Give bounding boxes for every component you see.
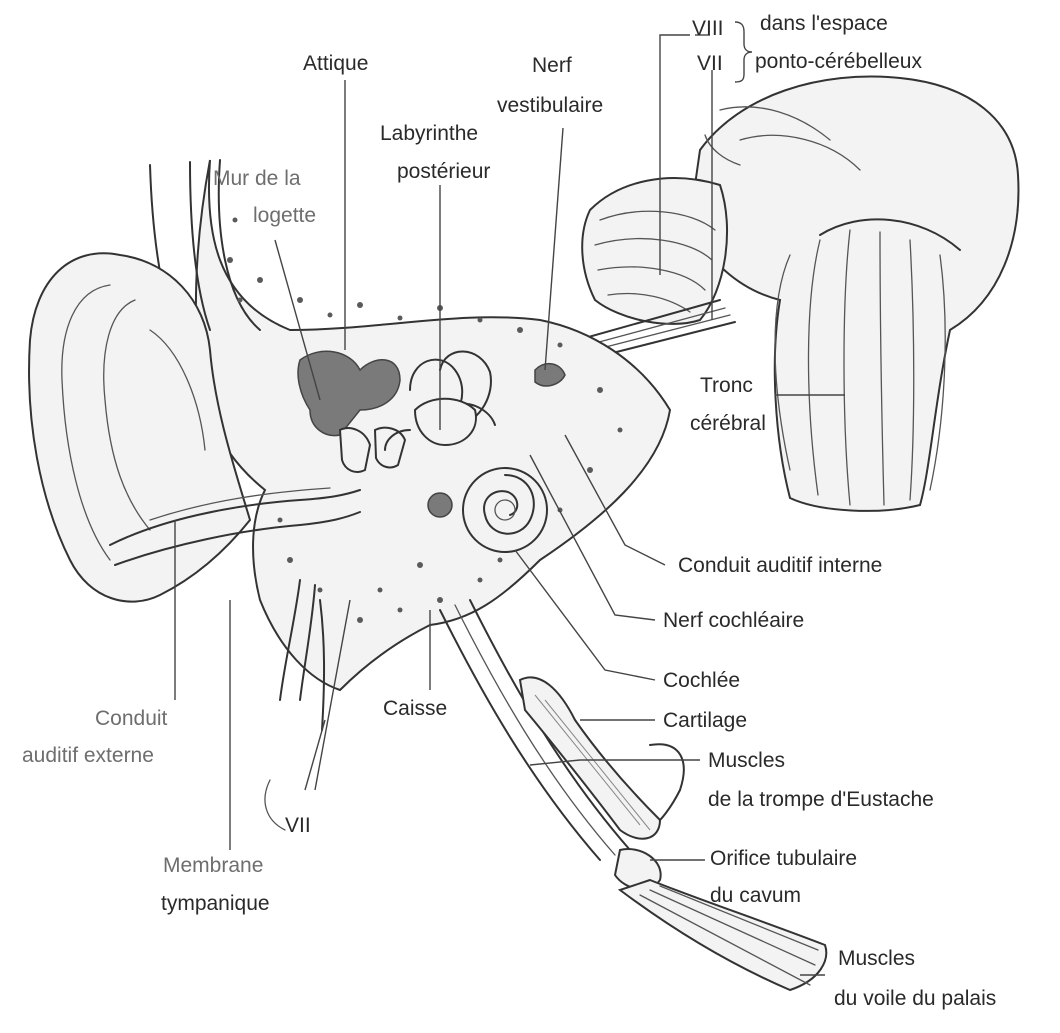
label-espace-line1: dans l'espace: [760, 12, 888, 35]
label-conduit-interne: Conduit auditif interne: [678, 554, 882, 577]
label-nerf-vestibulaire-line2: vestibulaire: [497, 94, 603, 117]
label-viii: VIII: [692, 17, 724, 40]
label-orifice-line2: du cavum: [710, 884, 801, 907]
label-nerf-vestibulaire-line1: Nerf: [532, 54, 572, 77]
label-tronc-line1: Tronc: [700, 374, 753, 397]
label-conduit-externe-line2: auditif externe: [22, 744, 154, 767]
label-orifice-line1: Orifice tubulaire: [710, 847, 857, 870]
label-conduit-externe-line1: Conduit: [95, 707, 168, 730]
label-tronc-line2: cérébral: [690, 412, 766, 435]
label-espace-line2: ponto-cérébelleux: [755, 50, 922, 73]
label-mur-line1: Mur de la: [213, 167, 301, 190]
label-membrane-line1: Membrane: [163, 854, 263, 877]
label-labyrinthe-line2: postérieur: [397, 160, 490, 183]
label-vii-top: VII: [697, 52, 723, 75]
label-muscles-trompe-line2: de la trompe d'Eustache: [708, 788, 934, 811]
label-nerf-cochleaire: Nerf cochléaire: [663, 609, 804, 632]
label-muscles-trompe-line1: Muscles: [708, 749, 785, 772]
label-vii-bottom: VII: [285, 814, 311, 837]
label-cartilage: Cartilage: [663, 709, 747, 732]
label-muscles-voile-line2: du voile du palais: [834, 987, 996, 1010]
label-membrane-line2: tympanique: [161, 892, 270, 915]
label-caisse: Caisse: [383, 697, 447, 720]
label-attique: Attique: [303, 52, 368, 75]
label-muscles-voile-line1: Muscles: [838, 947, 915, 970]
cochlea-illustration: [463, 468, 547, 552]
label-cochlee: Cochlée: [663, 669, 740, 692]
label-labyrinthe-line1: Labyrinthe: [380, 122, 478, 145]
label-mur-line2: logette: [253, 204, 316, 227]
